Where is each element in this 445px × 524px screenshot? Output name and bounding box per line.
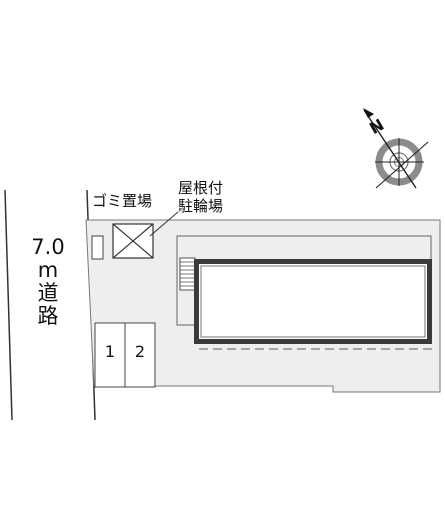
main-building [194,259,432,344]
bike-parking-label-line2: 駐輪場 [178,197,224,215]
garbage-station [91,235,104,260]
covered-bicycle-parking [112,223,154,259]
road-label-char1: 道 [37,281,59,305]
road-label-char2: 路 [37,304,59,328]
road-width-value: 7.0 [31,235,65,259]
parking-slot-1: 1 [104,342,116,361]
north-arrow-compass-icon [363,108,429,189]
parking-area [94,322,156,388]
road-curb-left [4,189,13,421]
main-building-inner-line [200,265,426,338]
bike-parking-leader-line [149,211,179,237]
bike-parking-label-line1: 屋根付 [178,179,224,197]
parking-slot-2: 2 [134,342,146,361]
road-width-label: 7.0 m 道 路 [30,236,66,328]
stairs [179,257,196,291]
garbage-station-label: ゴミ置場 [92,192,153,210]
road-width-unit: m [37,258,59,282]
